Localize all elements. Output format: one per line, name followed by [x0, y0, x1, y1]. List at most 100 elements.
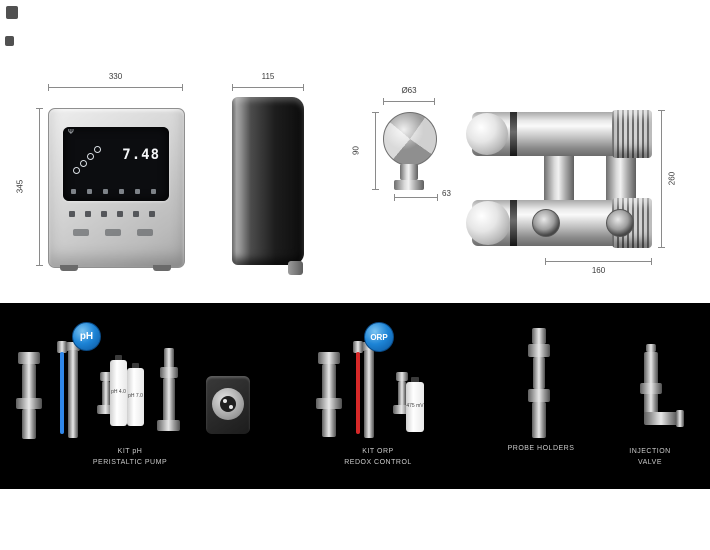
status-icon [87, 189, 92, 194]
orp-kit-sublabel: REDOX CONTROL [344, 459, 412, 466]
injection-fitting [102, 381, 110, 407]
ph-probe-connector [57, 341, 67, 353]
saddle-fitting [22, 364, 36, 406]
controller-front-view: Ψ 7.48 [48, 108, 185, 268]
union-fitting [532, 402, 546, 438]
accessories-panel: pH pH 4.0 pH 7.0 KIT pH PERISTALTIC PUMP… [0, 303, 710, 489]
dimension-label-height: 345 [15, 179, 25, 194]
corner-mark-2 [5, 36, 14, 46]
injection-valve-outlet-cap [676, 410, 684, 427]
manifold-riser [606, 150, 636, 204]
bottle-cap [115, 355, 122, 361]
bottle-cap [411, 377, 419, 383]
manifold-port [532, 209, 560, 237]
orp-kit-label: KIT ORP [362, 448, 394, 455]
dimension-label-manifold-height: 260 [667, 171, 677, 186]
trend-dot-icon [94, 146, 101, 153]
dimension-line-knob-diameter [383, 98, 435, 105]
dimension-line-depth [232, 84, 304, 91]
extras-right-sublabel: VALVE [637, 459, 663, 466]
display-value: 7.48 [122, 147, 160, 163]
touch-button-icon [101, 211, 107, 217]
saddle-fitting [322, 364, 336, 408]
controller-foot [60, 265, 78, 271]
injection-quill [163, 378, 175, 422]
injection-valve [640, 383, 662, 394]
injection-quill [157, 420, 180, 431]
antenna-icon: Ψ [68, 129, 74, 136]
ph-probe-cable [60, 352, 64, 434]
saddle-fitting [322, 409, 336, 437]
trend-dot-icon [80, 160, 87, 167]
cable-gland [288, 261, 303, 275]
threaded-end-cap [612, 110, 652, 158]
injection-quill [164, 348, 174, 368]
dimension-label-manifold-span: 160 [591, 266, 606, 275]
saddle-fitting [318, 352, 340, 364]
knob-base [394, 180, 424, 190]
clamp-band [510, 112, 517, 156]
injection-valve [646, 344, 656, 352]
injection-quill [160, 367, 178, 378]
status-icon [103, 189, 108, 194]
injection-fitting [97, 405, 114, 414]
ph-probe [68, 350, 78, 438]
status-icon [119, 189, 124, 194]
injection-fitting [396, 372, 408, 381]
saddle-fitting [22, 409, 36, 439]
injection-valve-outlet [644, 412, 678, 425]
trend-dot-icon [87, 153, 94, 160]
trend-dot-icon [73, 167, 80, 174]
touch-button-icon [117, 211, 123, 217]
union-fitting [532, 328, 546, 344]
dimension-label-width: 330 [108, 72, 123, 81]
controller-foot [153, 265, 171, 271]
status-icon [151, 189, 156, 194]
union-fitting [528, 344, 550, 357]
orp-probe [364, 350, 374, 438]
bottle-cap [132, 363, 139, 369]
touch-button-icon [149, 211, 155, 217]
saddle-fitting [16, 398, 42, 409]
dimension-label-knob-base: 63 [442, 189, 451, 198]
dimension-line-knob-height [372, 112, 379, 190]
touch-button-icon [133, 211, 139, 217]
injection-fitting [100, 372, 112, 381]
controller-side-view [232, 97, 304, 265]
manifold-riser [544, 150, 574, 204]
clamp-band [510, 200, 517, 246]
knob-stem [400, 164, 418, 180]
calibration-bottle-orp: 475 mV [406, 382, 424, 432]
dimension-label-depth: 115 [261, 72, 275, 81]
dimension-line-manifold-span [545, 258, 652, 265]
dome-cap [466, 201, 510, 245]
calibration-bottle-ph4: pH 4.0 [110, 360, 127, 426]
dimension-line-width [48, 84, 183, 91]
extras-right-label: INJECTION [629, 448, 671, 455]
dimension-line-height [36, 108, 43, 266]
dome-cap [466, 113, 508, 155]
ph-badge: pH [72, 322, 101, 351]
status-icon [71, 189, 76, 194]
touch-key [73, 229, 89, 236]
dimension-label-knob-diameter: Ø63 [401, 86, 417, 95]
valve-knob [383, 112, 437, 166]
dimension-line-knob-base [394, 194, 438, 201]
saddle-fitting [18, 352, 40, 364]
ph-kit-label: KIT pH [117, 448, 143, 455]
manifold-port [606, 209, 634, 237]
corner-mark-1 [6, 6, 18, 19]
dimension-label-knob-height: 90 [351, 146, 361, 155]
pump-roller [223, 399, 227, 403]
pump-roller [229, 405, 233, 409]
touch-button-icon [85, 211, 91, 217]
calibration-bottle-ph7: pH 7.0 [127, 368, 144, 426]
dosing-pump-rotor [220, 396, 236, 412]
dimension-line-manifold-height [658, 110, 665, 248]
orp-probe-connector [353, 341, 363, 353]
union-fitting [528, 389, 550, 402]
controller-display: Ψ 7.48 [63, 127, 169, 201]
injection-fitting [393, 405, 410, 414]
touch-key [137, 229, 153, 236]
